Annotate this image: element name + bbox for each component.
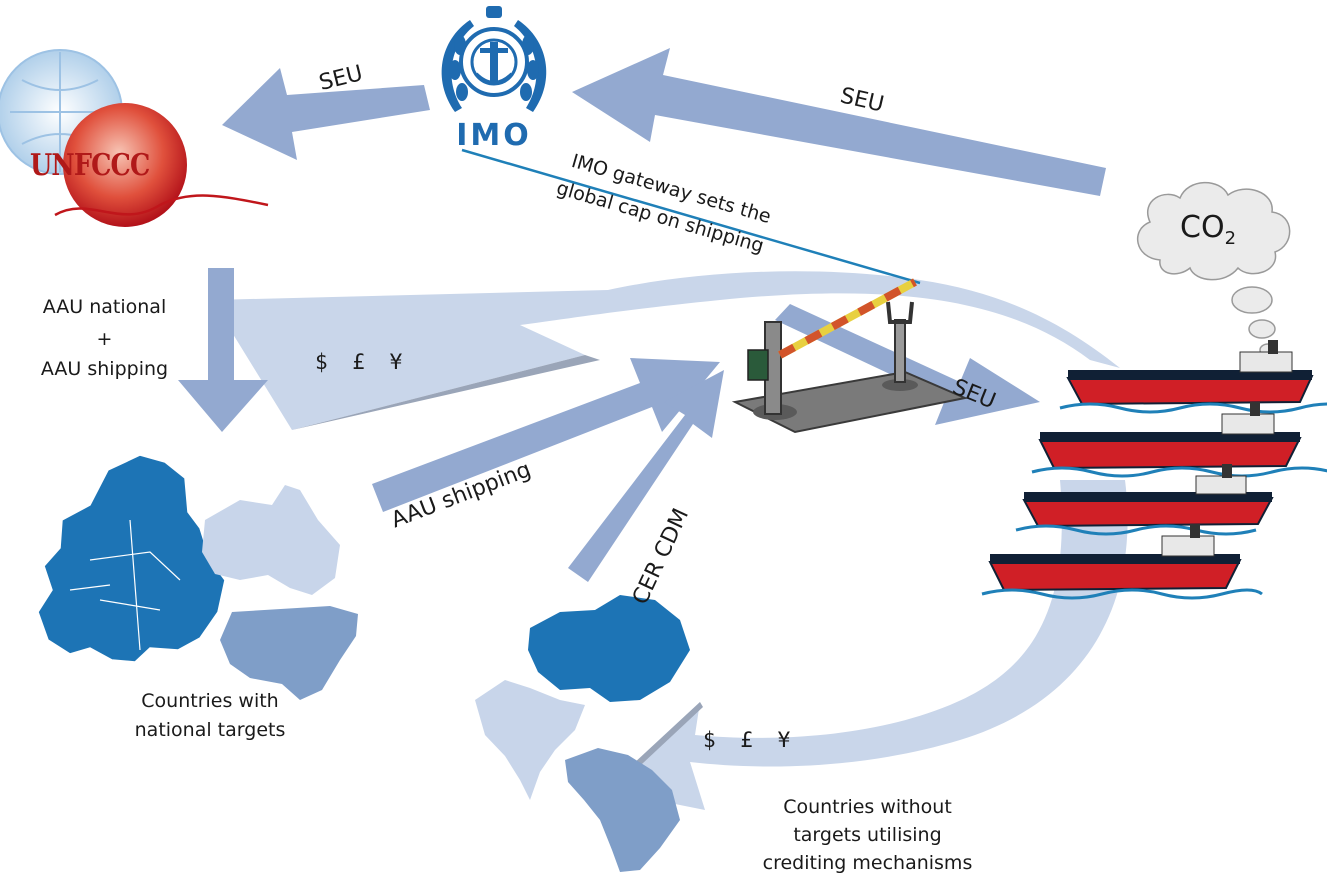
aau-plus-label: + <box>96 328 113 350</box>
ship-2 <box>1031 402 1327 478</box>
china-map <box>528 595 690 702</box>
seu-arrow-to-ships <box>775 304 1040 425</box>
countries-targets-line1: Countries with <box>141 690 279 712</box>
seu-arrow-to-unfccc <box>222 68 430 160</box>
australia-map <box>202 485 340 595</box>
countries-without-line2: targets utilising <box>793 824 942 846</box>
aau-shipping-arrow <box>372 358 720 512</box>
countries-targets-line2: national targets <box>134 719 286 741</box>
co2-label: CO2 <box>1180 210 1237 249</box>
ship-3 <box>1015 464 1274 536</box>
cer-cdm-arrow <box>568 370 724 582</box>
usa-map <box>220 606 358 700</box>
aau-national-label: AAU national <box>42 296 167 318</box>
ships-icon <box>981 340 1327 600</box>
unfccc-label: UNFCCC <box>30 148 150 183</box>
ship-4 <box>981 524 1263 600</box>
ship-1 <box>1059 340 1327 414</box>
africa-map <box>565 748 680 872</box>
gateway-barrier-icon <box>731 278 969 434</box>
aau-shipping-left-label: AAU shipping <box>40 358 169 380</box>
india-map <box>475 680 585 800</box>
money-arrow-top-shadow <box>292 355 600 430</box>
gateway-line <box>461 148 921 285</box>
europe-map <box>37 454 226 663</box>
unfccc-logo <box>0 49 269 227</box>
money-top-label: $ £ ¥ <box>315 350 409 374</box>
money-arrow-top <box>212 271 1120 430</box>
imo-label: IMO <box>456 118 532 153</box>
money-bottom-label: $ £ ¥ <box>703 728 797 752</box>
countries-without-line3: crediting mechanisms <box>762 852 973 874</box>
co2-cloud <box>1136 181 1291 357</box>
aau-arrow-down <box>178 268 268 432</box>
seu-arrow-from-ships <box>572 48 1106 196</box>
imo-logo <box>441 6 547 112</box>
countries-without-line1: Countries without <box>783 796 952 818</box>
